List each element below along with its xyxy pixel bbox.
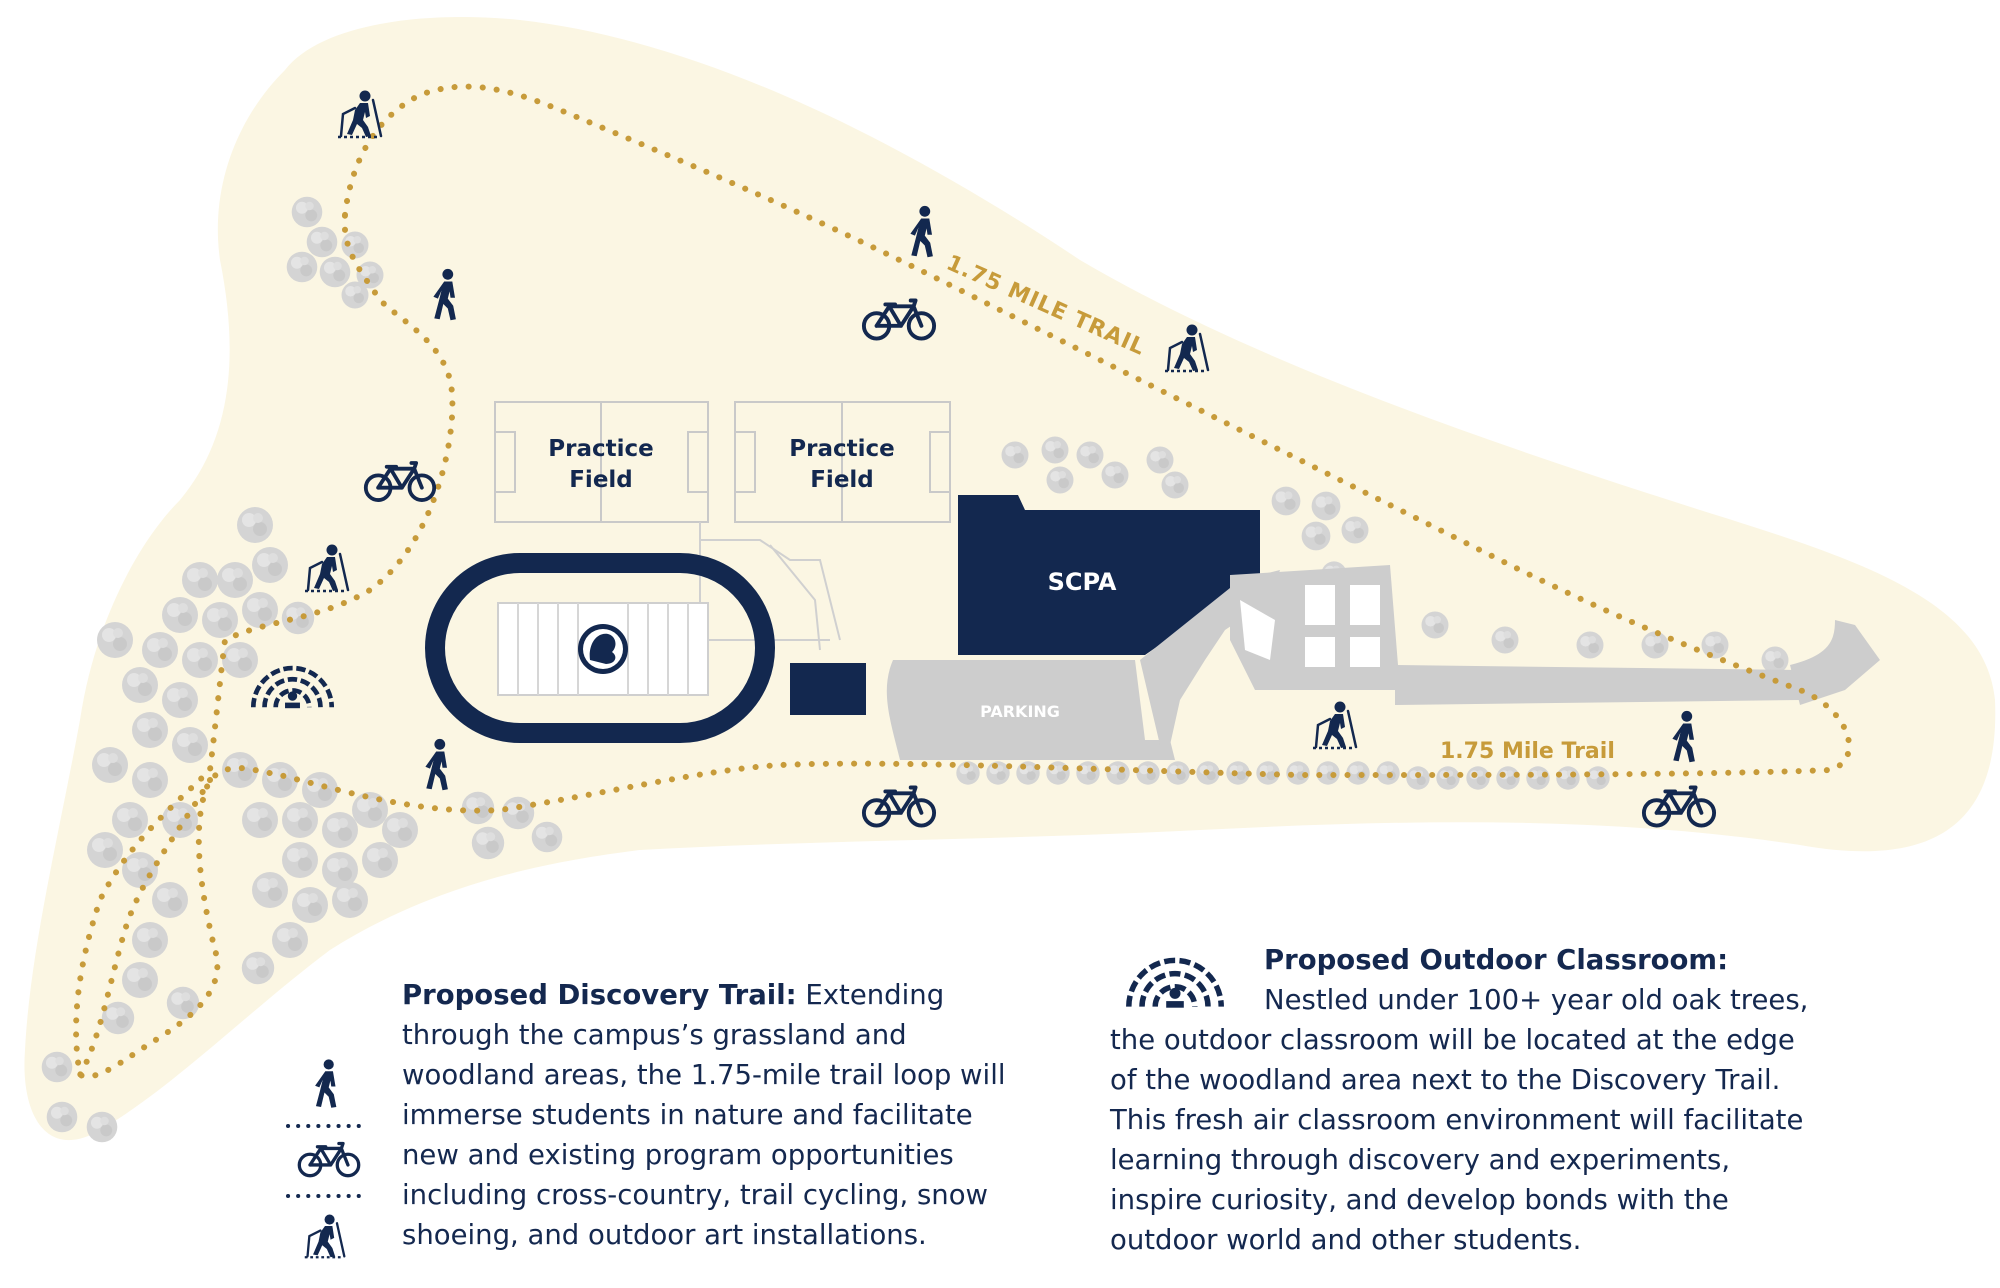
parking-label: PARKING bbox=[980, 702, 1060, 721]
snowshoer-icon bbox=[303, 1213, 346, 1259]
scpa-building-label: SCPA bbox=[1048, 568, 1117, 596]
outdoor-classroom-description: Proposed Outdoor Classroom: Nestled unde… bbox=[1110, 940, 1810, 1260]
practice-field-1 bbox=[494, 401, 709, 523]
discovery-trail-legend-icons bbox=[286, 1059, 370, 1259]
scpa-building bbox=[958, 495, 1260, 655]
running-track bbox=[425, 553, 775, 743]
practice-field-2 bbox=[734, 401, 951, 523]
small-building bbox=[790, 663, 866, 715]
practice-field-1-label-line1: Practice bbox=[548, 436, 653, 462]
discovery-trail-title: Proposed Discovery Trail: bbox=[402, 979, 797, 1011]
practice-field-1-label-line2: Field bbox=[569, 467, 633, 493]
trail-label-bottom: 1.75 Mile Trail bbox=[1440, 739, 1615, 764]
discovery-trail-description: Proposed Discovery Trail: Extending thro… bbox=[402, 975, 1022, 1255]
practice-field-2-label-line2: Field bbox=[810, 467, 874, 493]
outdoor-classroom-title: Proposed Outdoor Classroom: bbox=[1264, 944, 1729, 976]
bicycle-icon bbox=[297, 1141, 361, 1178]
discovery-trail-loop bbox=[73, 83, 1852, 1080]
school-crest-icon bbox=[578, 624, 628, 674]
discovery-trail-body: Extending through the campus’s grassland… bbox=[402, 979, 1006, 1251]
walker-icon bbox=[315, 1059, 337, 1108]
building-block-east bbox=[1240, 585, 1380, 667]
discovery-trail-spur bbox=[77, 777, 213, 1078]
practice-field-2-label-line1: Practice bbox=[789, 436, 894, 462]
outdoor-classroom-body: Nestled under 100+ year old oak trees, t… bbox=[1110, 984, 1809, 1256]
